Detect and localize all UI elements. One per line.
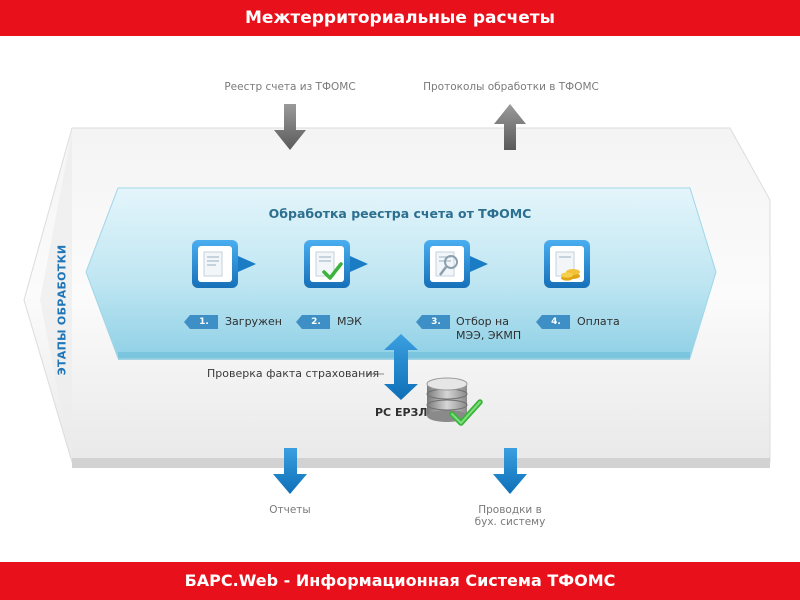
reports-output-label: Отчеты [269,504,311,516]
step-1-number: 1. [184,315,218,329]
insurance-check-label: Проверка факта страхования [207,367,380,380]
step-1-document-icon [192,240,256,288]
step-2-document-check-icon [304,240,368,288]
registry-input-label: Реестр счета из ТФОМС [224,81,356,93]
database-label: РС ЕРЗЛ [375,406,428,419]
postings-output-label: Проводки в бух. систему [450,504,570,528]
step-1-label: Загружен [225,315,282,328]
step-2-number: 2. [296,315,330,329]
footer-bar: БАРС.Web - Информационная Система ТФОМС [0,562,800,600]
protocols-output-label: Протоколы обработки в ТФОМС [423,81,599,93]
step-3-document-magnifier-icon [424,240,488,288]
arrow-down-blue-icon [273,448,307,494]
step-3-label-line-2: МЭЭ, ЭКМП [456,329,522,342]
page-title: Межтерриториальные расчеты [245,8,555,28]
step-4-label: Оплата [577,315,620,328]
database-check-icon [426,377,483,426]
postings-line-1: Проводки в [478,504,542,516]
step-3-number: 3. [416,315,450,329]
step-3-label-line-1: Отбор на [456,315,509,328]
postings-line-2: бух. систему [474,516,546,528]
footer-title: БАРС.Web - Информационная Система ТФОМС [184,571,616,590]
arrow-up-grey-icon [494,104,526,150]
step-4-document-coins-icon [544,240,590,288]
processing-title: Обработка реестра счета от ТФОМС [268,206,532,221]
double-arrow-blue-icon [384,334,418,400]
arrow-down-blue-icon-2 [493,448,527,494]
header-bar: Межтерриториальные расчеты [0,0,800,36]
step-4-number: 4. [536,315,570,329]
stages-label: ЭТАПЫ ОБРАБОТКИ [55,244,69,376]
step-2-label: МЭК [337,315,362,328]
step-3-label: Отбор на МЭЭ, ЭКМП [456,315,521,343]
arrow-down-grey-icon [274,104,306,150]
